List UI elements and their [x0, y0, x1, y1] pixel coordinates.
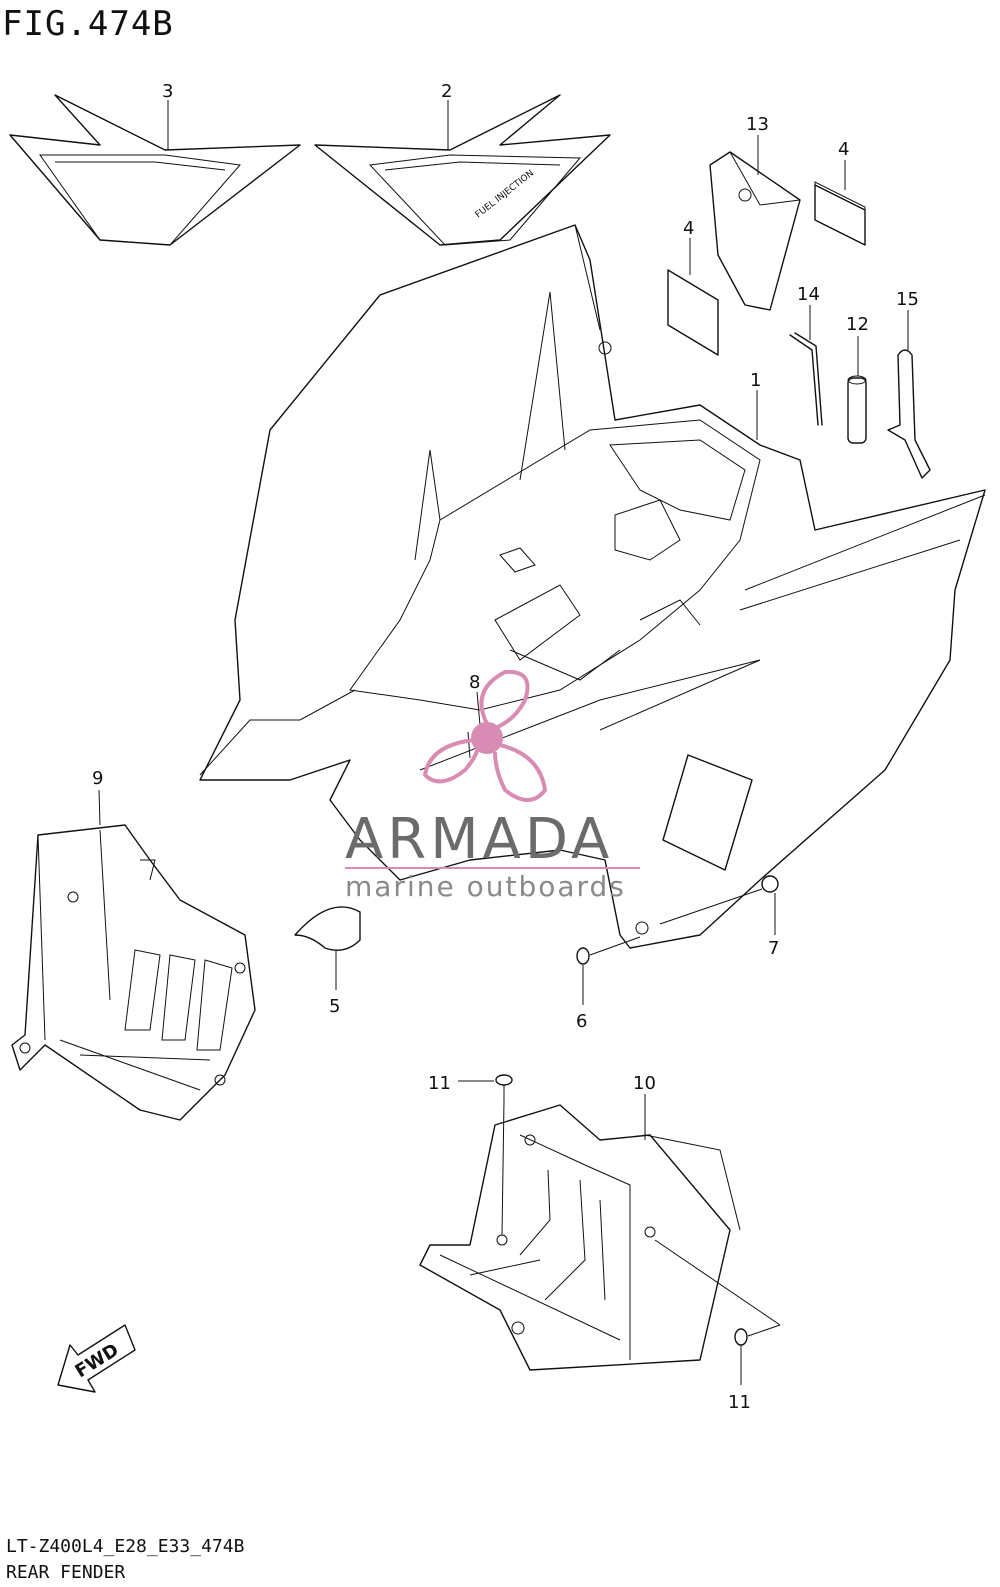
- model-code: LT-Z400L4_E28_E33_474B: [6, 1536, 245, 1557]
- callout-9: 9: [92, 768, 103, 789]
- callout-11b: 11: [728, 1392, 751, 1413]
- part-13-tool-bag: [709, 151, 801, 311]
- callout-5: 5: [329, 996, 340, 1017]
- callout-2: 2: [441, 81, 452, 102]
- fwd-arrow-icon: FWD: [57, 1324, 136, 1393]
- callout-4b: 4: [683, 218, 694, 239]
- callout-10: 10: [633, 1073, 656, 1094]
- callout-7: 7: [768, 938, 779, 959]
- watermark-brand: ARMADA: [345, 807, 613, 872]
- callout-8: 8: [469, 672, 480, 693]
- part-1-rear-fender: [199, 224, 986, 949]
- part-2-right-decal: FUEL INJECTION: [314, 94, 611, 246]
- part-14-hex-key: [789, 332, 823, 426]
- part-5-cap: [294, 906, 361, 951]
- part-10-right-cover: [419, 1104, 741, 1371]
- part-7-grommet: [659, 875, 779, 925]
- part-6-screw: [576, 936, 641, 965]
- part-4-pad-right: [814, 181, 866, 246]
- callout-6: 6: [576, 1011, 587, 1032]
- watermark-tagline: marine outboards: [345, 870, 626, 903]
- callout-12: 12: [846, 314, 869, 335]
- callout-13: 13: [746, 114, 769, 135]
- part-4-pad-left: [667, 269, 719, 356]
- callout-14: 14: [797, 284, 820, 305]
- part-12-plug-tube: [847, 375, 867, 444]
- callout-3: 3: [162, 81, 173, 102]
- propeller-logo-icon: [422, 669, 548, 802]
- armada-watermark: ARMADA marine outboards: [345, 669, 640, 903]
- diagram-caption: REAR FENDER: [6, 1562, 126, 1583]
- part-15-wrench: [887, 349, 931, 479]
- leader-9: [98, 789, 101, 826]
- leader-8: [476, 691, 481, 726]
- callout-15: 15: [896, 289, 919, 310]
- part-11-screw-bottom: [654, 1239, 781, 1346]
- figure-title: FIG.474B: [2, 4, 174, 44]
- part-3-left-decal: [9, 94, 301, 246]
- callout-1: 1: [750, 370, 761, 391]
- part-11-screw-top: [495, 1074, 513, 1236]
- callout-11a: 11: [428, 1073, 451, 1094]
- decal-fuel-injection-text: FUEL INJECTION: [474, 169, 536, 221]
- part-9-left-cover: [11, 824, 256, 1121]
- callout-4a: 4: [838, 139, 849, 160]
